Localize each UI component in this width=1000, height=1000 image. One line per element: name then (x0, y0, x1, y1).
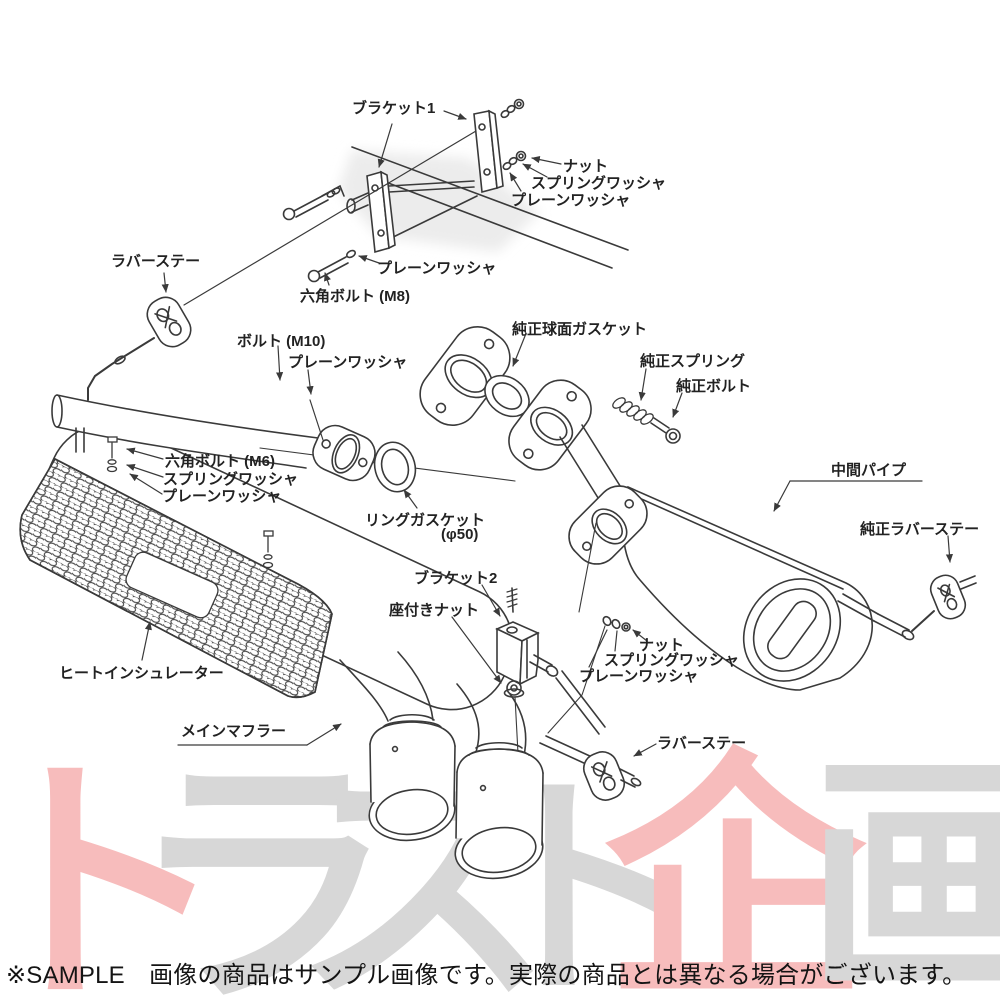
label-nut-mid: ナット (639, 637, 685, 654)
leader-lines (126, 110, 953, 757)
hex-bolt-m8-upper (282, 187, 341, 221)
label-oem-spring: 純正スプリング (640, 353, 746, 370)
label-oem-bolt: 純正ボルト (676, 378, 752, 395)
oem-rubber-stay-part (837, 574, 977, 641)
seated-nut-part (503, 680, 525, 698)
label-hex-bolt-m8: 六角ボルト (M8) (300, 288, 410, 305)
label-spring-washer-mid: スプリングワッシャ (604, 652, 740, 669)
hex-bolt-m6-set1 (106, 436, 118, 473)
label-plain-washer-m8: プレーンワッシャ (377, 260, 497, 277)
bracket2-assembly (495, 587, 606, 773)
label-rubber-stay-left: ラバーステー (111, 253, 201, 270)
muffler-inlet-flange (568, 485, 648, 565)
label-plain-washer-m10: プレーンワッシャ (288, 354, 408, 371)
watermark-char-kaku: 画 (806, 727, 1000, 1000)
label-bolt-m10: ボルト (M10) (237, 333, 326, 350)
ring-gasket-part (373, 441, 417, 493)
front-flange-a (419, 326, 511, 426)
front-flange-b (508, 379, 592, 471)
label-ring-gasket-dia: (φ50) (441, 526, 479, 543)
rubber-stay-bottom-part (539, 735, 642, 801)
label-rubber-stay-bottom: ラバーステー (657, 735, 747, 752)
label-bracket2: ブラケット2 (414, 570, 498, 587)
watermark-char-to-1: ト (0, 729, 230, 1000)
label-nut-top: ナット (563, 158, 609, 175)
nut-washer-cluster-right (502, 150, 527, 171)
label-main-muffler: メインマフラー (181, 723, 287, 740)
nut-washer-cluster-top (500, 98, 525, 119)
label-plain-washer-m6: プレーンワッシャ (162, 488, 282, 505)
label-center-pipe: 中間パイプ (831, 462, 907, 479)
label-spring-washer-m6: スプリングワッシャ (163, 471, 299, 488)
label-oem-rubber-stay: 純正ラバーステー (860, 521, 980, 538)
rubber-stay-left-part (87, 130, 477, 401)
watermark-char-ki: 企 (604, 725, 866, 1000)
label-plain-washer-mid: プレーンワッシャ (579, 668, 699, 685)
label-bracket1: ブラケット1 (352, 100, 436, 117)
label-heat-insulator: ヒートインシュレーター (59, 665, 224, 682)
hex-bolt-m6-set2 (262, 530, 274, 569)
bracket1-assembly (282, 98, 629, 283)
heat-insulator-part (19, 457, 333, 699)
pipe-end-flange (312, 424, 376, 482)
label-oem-spherical-gasket: 純正球面ガスケット (512, 321, 648, 338)
hex-bolt-m8-lower (307, 249, 356, 283)
label-ring-gasket: リングガスケット (365, 512, 486, 529)
label-hex-bolt-m6: 六角ボルト (M6) (165, 453, 275, 470)
label-spring-washer-top: スプリングワッシャ (531, 175, 667, 192)
watermark-char-ra: ラ (128, 728, 396, 1000)
muffler-tip-left (368, 713, 456, 842)
oem-spring-part (612, 397, 654, 425)
center-pipe-muffler (621, 485, 874, 691)
sample-disclaimer-text: ※SAMPLE 画像の商品はサンプル画像です。実際の商品とは異なる場合がございま… (6, 962, 967, 989)
label-plain-washer-top: プレーンワッシャ (511, 192, 631, 209)
front-pipe-tube (559, 424, 623, 502)
label-seated-nut: 座付きナット (389, 602, 480, 619)
oem-bolt-part (650, 417, 681, 444)
muffler-tip-right (454, 741, 544, 880)
